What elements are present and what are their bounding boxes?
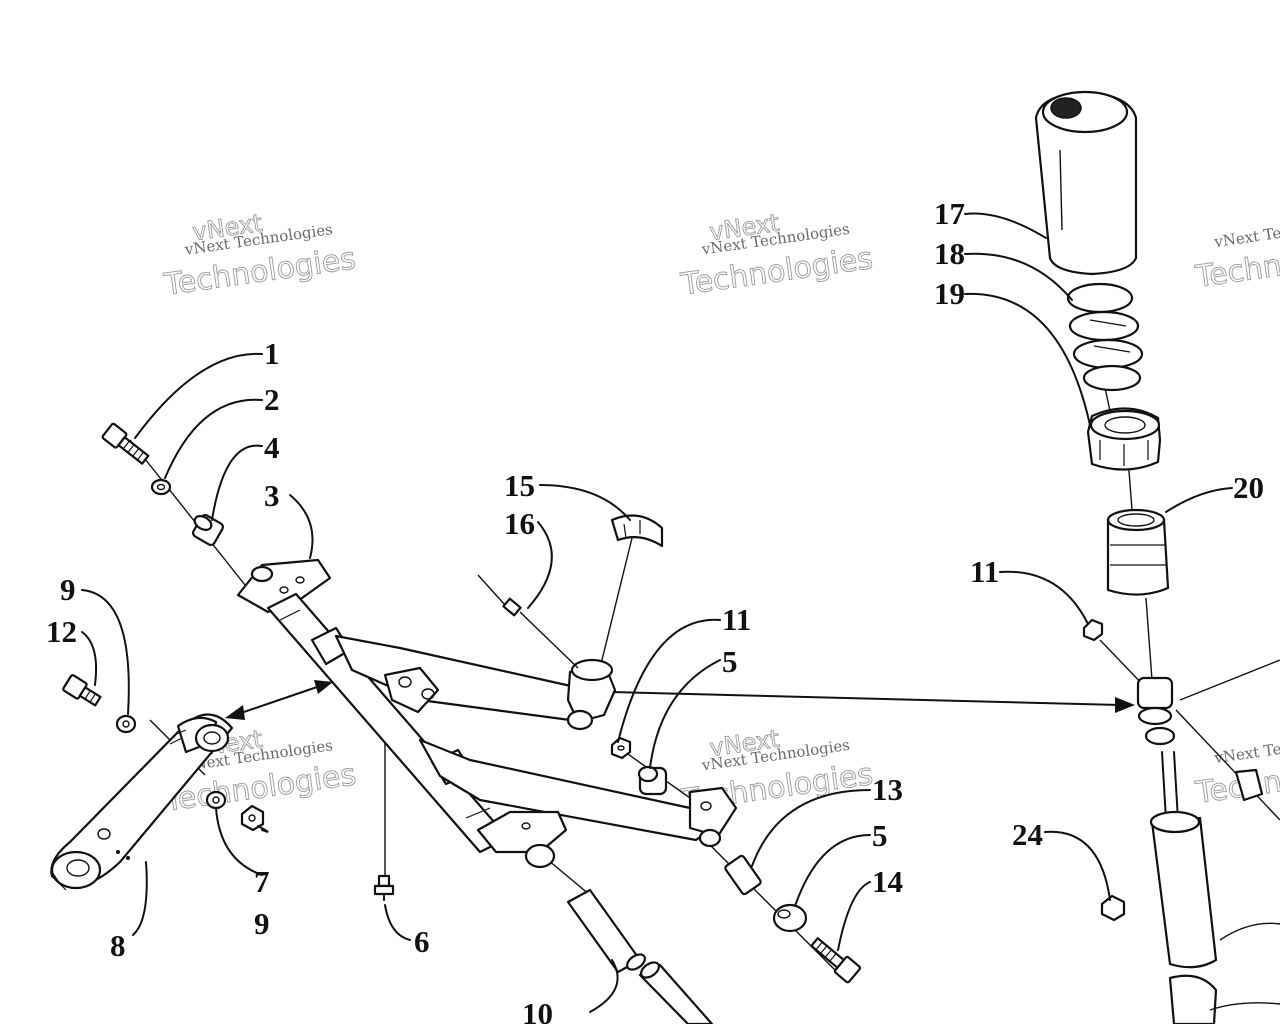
grease-fitting-part-6 [373,874,395,901]
callout-12: 12 [46,614,77,649]
grease-fitting-part-16 [477,574,579,669]
watermark-2: vNext vNext Technologies Technologies [678,208,876,303]
shaft-part-10 [566,888,714,1024]
callout-9-upper: 9 [60,572,76,607]
bolt-part-14 [810,937,862,984]
washer-part-9-lower [205,790,227,810]
leader-lines [81,212,1233,1013]
watermark-1: vNext vNext Technologies Technologies [161,208,359,303]
bolt-part-1 [101,422,150,465]
callout-10: 10 [522,996,553,1024]
callout-8: 8 [110,928,126,963]
callout-labels: 1 2 4 3 9 12 7 9 8 6 15 16 11 5 13 5 14 … [46,196,1264,1024]
callout-20: 20 [1233,470,1264,505]
nut-part-11-right [1082,618,1104,642]
callout-1: 1 [264,336,280,371]
watermark-5-partial: vNext Te Technol [1192,224,1280,296]
callout-11-center: 11 [722,602,751,637]
callout-2: 2 [264,382,280,417]
link-arm-part-8 [50,713,234,891]
svg-text:vNext Te: vNext Te [1212,224,1280,251]
adjuster-nut-part-19 [1086,407,1162,471]
callout-13: 13 [872,772,903,807]
callout-9-lower: 9 [254,906,270,941]
callout-16: 16 [504,506,535,541]
bumper-part-20 [1106,508,1170,596]
bearing-cap-part-15 [610,514,664,548]
callout-17: 17 [934,196,965,231]
assembly-lines [129,387,1153,981]
callout-15: 15 [504,468,535,503]
svg-text:Technol: Technol [1193,244,1280,295]
bushing-part-5-lower [772,903,808,933]
shock-absorber-body [1136,659,1280,1024]
svg-text:Technol: Technol [1193,760,1280,811]
callout-4: 4 [264,430,280,465]
callout-3: 3 [264,478,280,513]
torque-arm-assembly [236,558,738,869]
callout-19: 19 [934,276,965,311]
double-arrow-arm-to-link [225,680,333,720]
callout-7: 7 [254,864,270,899]
callout-14: 14 [872,864,903,899]
bushing-part-4 [191,513,225,547]
callout-6: 6 [414,924,430,959]
callout-5-lower: 5 [872,818,888,853]
nut-part-7 [240,804,265,832]
sleeve-part-13 [724,854,762,896]
bolt-part-12 [62,674,102,707]
bushing-part-5-upper [637,765,668,796]
callout-18: 18 [934,236,965,271]
washer-part-2 [150,478,172,496]
svg-text:vNext Te: vNext Te [1212,740,1280,767]
nut-part-24 [1100,894,1126,922]
spring-part-18 [1066,282,1144,392]
callout-5-upper: 5 [722,644,738,679]
callout-11-right: 11 [970,554,999,589]
callout-24: 24 [1012,817,1043,852]
washer-part-9-upper [115,714,137,734]
shock-boot-part-17 [1034,90,1138,276]
nut-part-11-center [610,736,632,760]
watermark-6-partial: vNext Te Technol [1192,740,1280,812]
